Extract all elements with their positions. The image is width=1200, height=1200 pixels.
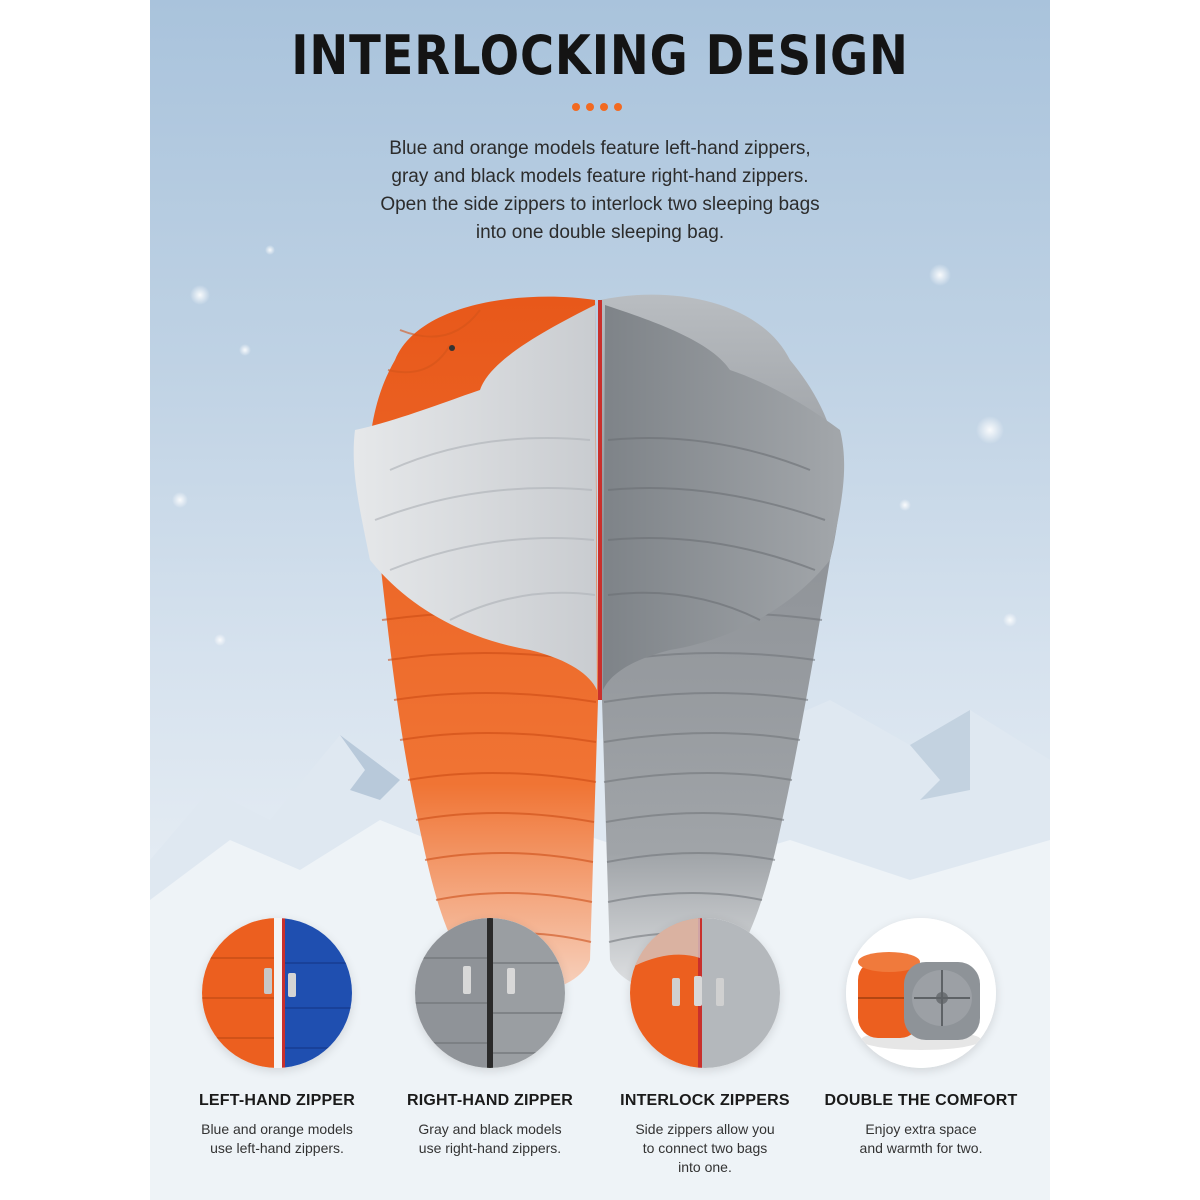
left-hand-zipper-closeup-icon [202,918,352,1068]
feature-title: LEFT-HAND ZIPPER [198,1092,356,1109]
snowflakes [172,245,1017,646]
divider-dot [572,103,580,111]
feature-desc-line: and warmth for two. [859,1140,983,1156]
feature-desc-line: Blue and orange models [201,1121,353,1137]
feature-desc-line: Side zippers allow you [635,1121,775,1137]
feature-desc-line: Enjoy extra space [865,1121,977,1137]
intro-text: Blue and orange models feature left-hand… [310,135,890,247]
feature-description: Side zippers allow you to connect two ba… [590,1120,820,1177]
left-lining [353,305,597,690]
feature-desc-line: to connect two bags [642,1140,768,1156]
feature-desc-line: use right-hand zippers. [418,1140,562,1156]
right-hand-zipper-closeup-icon [415,918,565,1068]
feature-desc-line: Gray and black models [418,1121,562,1137]
feature-desc-line: use left-hand zippers. [210,1140,344,1156]
intro-line: gray and black models feature right-hand… [391,166,809,187]
divider-dot [614,103,622,111]
feature-row: LEFT-HAND ZIPPER Blue and orange models … [150,918,1050,1200]
feature-title: DOUBLE THE COMFORT [824,1092,1018,1109]
feature-description: Enjoy extra space and warmth for two. [806,1120,1036,1158]
mountains [150,690,1050,1200]
product-panel: INTERLOCKING DESIGN Blue and orange mode… [150,0,1050,1200]
page-title: INTERLOCKING DESIGN [291,24,909,87]
feature-description: Gray and black models use right-hand zip… [375,1120,605,1158]
intro-line: into one double sleeping bag. [475,222,725,243]
feature-desc-line: into one. [678,1159,732,1175]
right-lining [603,305,845,690]
intro-line: Blue and orange models feature left-hand… [389,138,811,159]
feature-title: RIGHT-HAND ZIPPER [406,1092,574,1109]
product-scene [150,245,1050,1200]
feature-title: INTERLOCK ZIPPERS [620,1092,790,1109]
feature-description: Blue and orange models use left-hand zip… [162,1120,392,1158]
intro-line: Open the side zippers to interlock two s… [380,194,820,215]
compressed-bags-icon [846,918,996,1068]
divider-dot [586,103,594,111]
title-divider-dots [572,103,622,111]
divider-dot [600,103,608,111]
interlock-zipper-closeup-icon [630,918,780,1068]
